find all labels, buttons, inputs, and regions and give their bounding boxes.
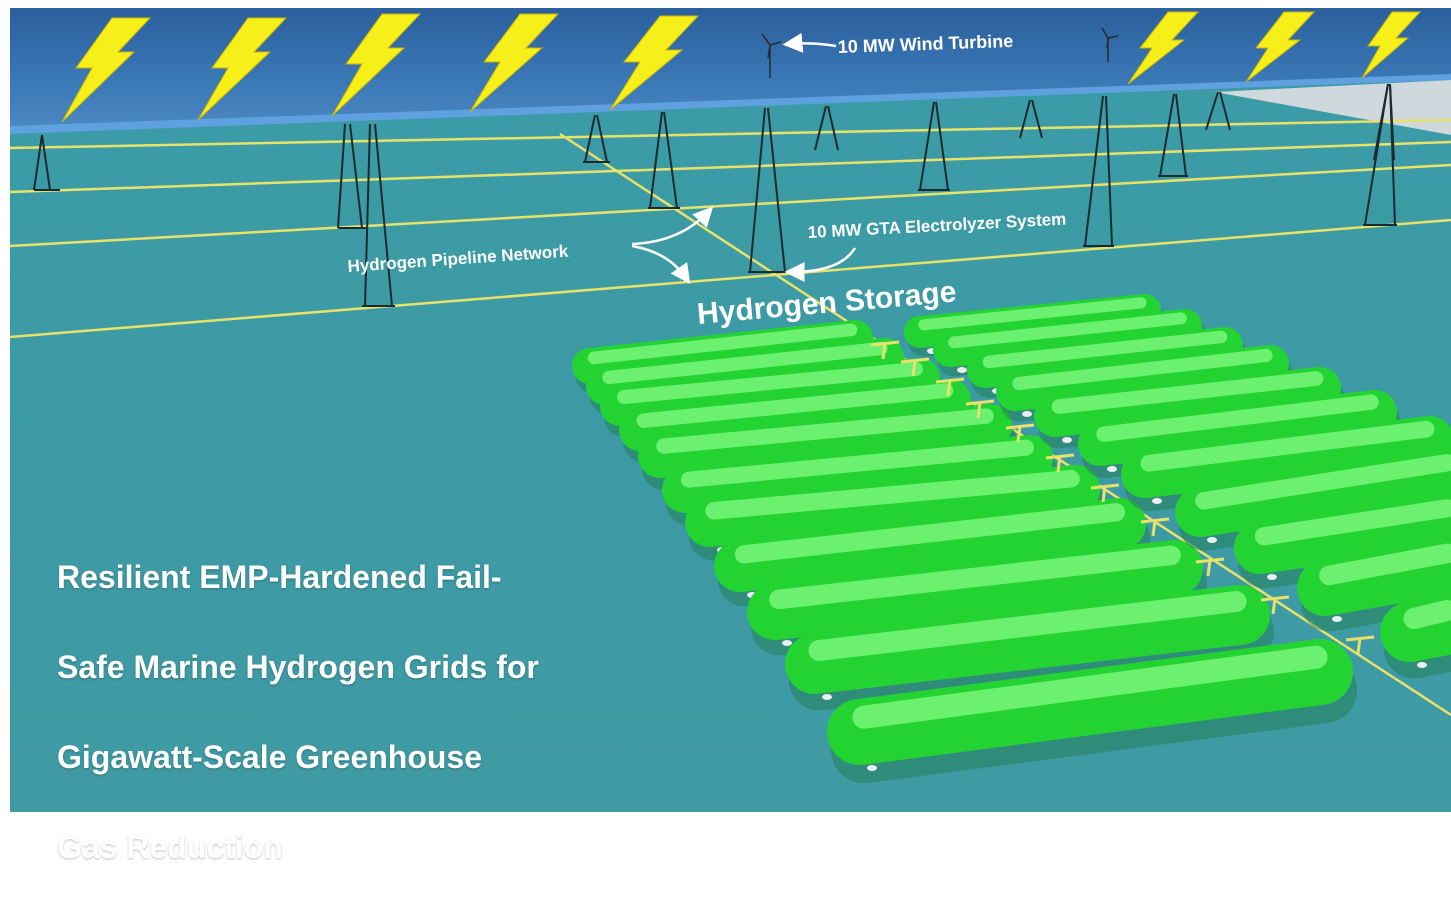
pipe-connector (1005, 423, 1035, 443)
hydrogen-tank (827, 639, 1357, 784)
pipe-connector (1140, 517, 1170, 537)
hydrogen-tank (1234, 494, 1451, 589)
wind-turbine-icon (1101, 27, 1119, 62)
white-border-bottom (0, 812, 1451, 820)
headline-line: Resilient EMP-Hardened Fail- (57, 559, 502, 595)
hydrogen-tank (747, 540, 1207, 656)
lightning-bolt-icon (609, 15, 700, 111)
curved-arrow-icon (631, 206, 714, 246)
solar-panel-edge (10, 74, 1451, 134)
hydrogen-tank (1175, 449, 1451, 551)
hydrogen-tank (785, 585, 1274, 711)
headline-line: Safe Marine Hydrogen Grids for (57, 649, 539, 685)
headline: Resilient EMP-Hardened Fail- Safe Marine… (57, 510, 657, 915)
pipe-connector (1345, 635, 1375, 655)
pipe-connector (900, 357, 930, 377)
lightning-bolt-icon (61, 17, 152, 123)
hydrogen-tank (638, 404, 1016, 491)
lightning-bolt-icon (1361, 11, 1422, 79)
hydrogen-tank (714, 498, 1150, 607)
lightning-bolt-icon (1245, 11, 1316, 83)
marine-hydrogen-grid-illustration: 10 MW Wind Turbine 10 MW GTA Electrolyze… (0, 0, 1451, 820)
lightning-bolt-icon (1127, 11, 1200, 85)
curved-arrow-icon (782, 32, 837, 53)
hydrogen-tank (1297, 538, 1451, 632)
curved-arrow-icon (631, 244, 691, 285)
lightning-bolt-icon (197, 17, 288, 121)
headline-line: Gas Reduction (57, 829, 283, 865)
pipe-connector (965, 399, 995, 419)
hydrogen-storage-tanks (572, 294, 1451, 784)
support-pylons (33, 83, 1397, 307)
curved-arrow-icon (784, 247, 857, 282)
wind-turbine-icons (761, 27, 1119, 78)
pipe-connector (1090, 483, 1120, 503)
lightning-bolt-icons (61, 11, 1422, 123)
pipe-connector (1045, 453, 1075, 473)
pipe-connector (1195, 557, 1225, 577)
lightning-bolt-icon (469, 13, 560, 113)
hydrogen-tank (1380, 594, 1451, 679)
wind-turbine-icon (761, 33, 782, 78)
lightning-bolt-icon (331, 13, 422, 117)
pipe-connector (935, 377, 965, 397)
headline-line: Gigawatt-Scale Greenhouse (57, 739, 483, 775)
pipe-connector (870, 340, 900, 360)
pipe-connector (1260, 595, 1290, 615)
white-border-left (0, 0, 10, 820)
hydrogen-tank (685, 465, 1104, 561)
